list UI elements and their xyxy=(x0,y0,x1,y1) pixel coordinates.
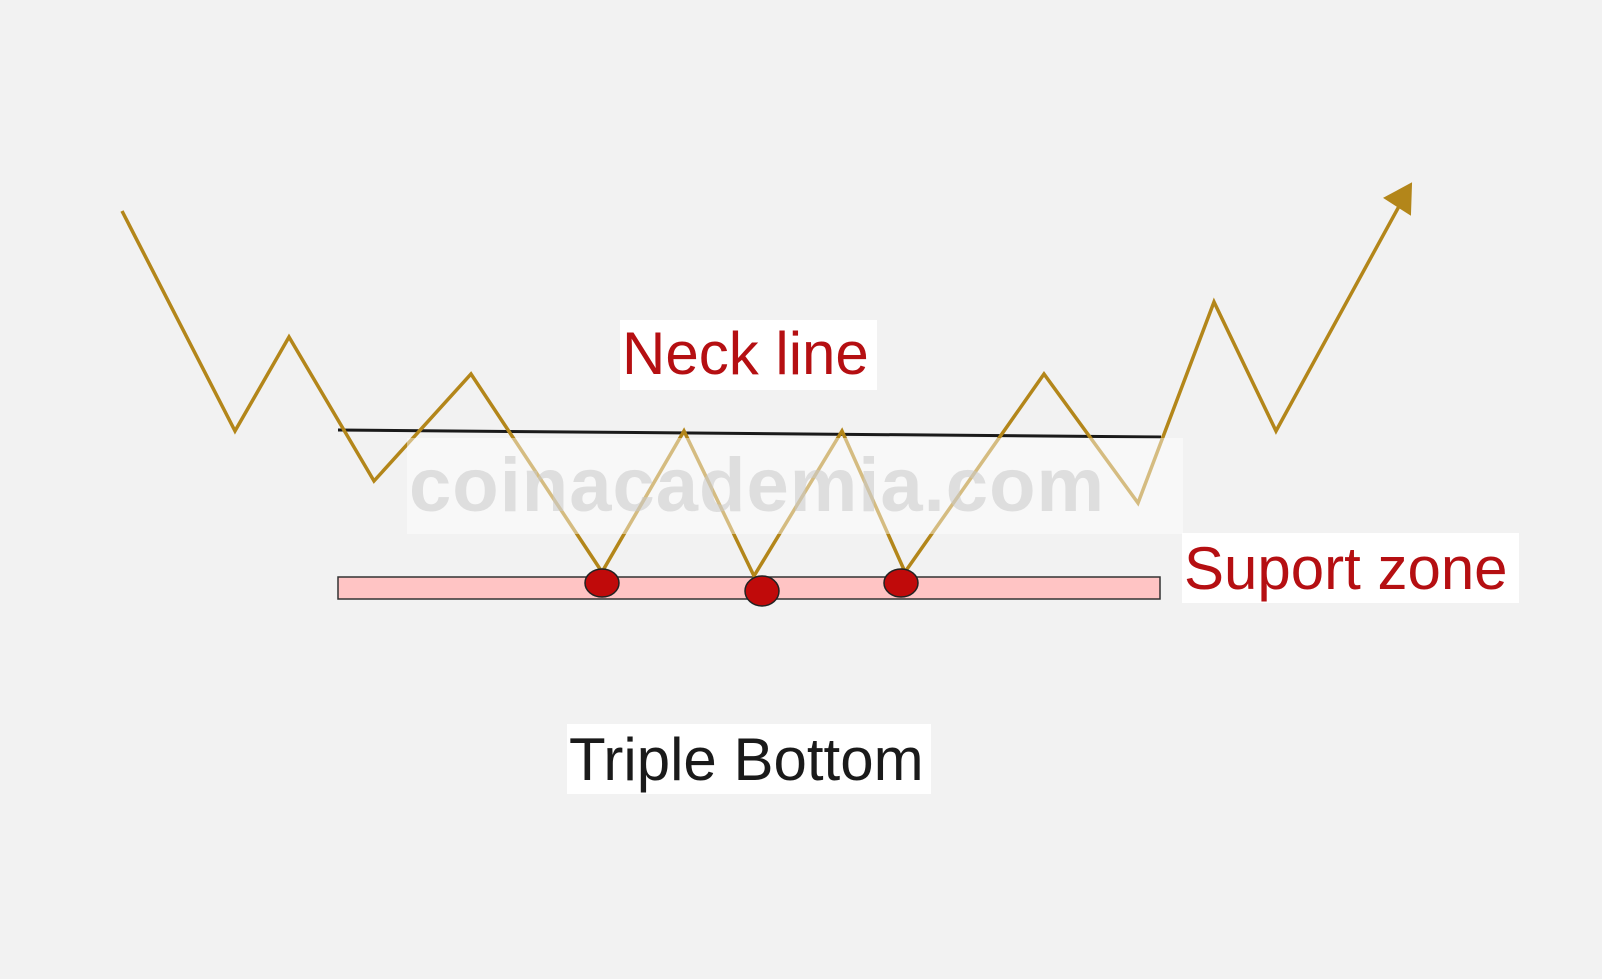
breakout-arrow-head xyxy=(1383,182,1413,216)
first-bottom-marker xyxy=(584,568,620,598)
support-zone-label: Suport zone xyxy=(1182,533,1519,603)
third-bottom-marker xyxy=(883,568,919,598)
neck-line-label: Neck line xyxy=(620,320,877,390)
watermark: coinacademia.com xyxy=(407,438,1183,534)
neck-line xyxy=(337,428,1162,439)
second-bottom-marker xyxy=(744,575,780,607)
price-path xyxy=(120,198,1405,580)
diagram-title: Triple Bottom xyxy=(567,724,931,794)
